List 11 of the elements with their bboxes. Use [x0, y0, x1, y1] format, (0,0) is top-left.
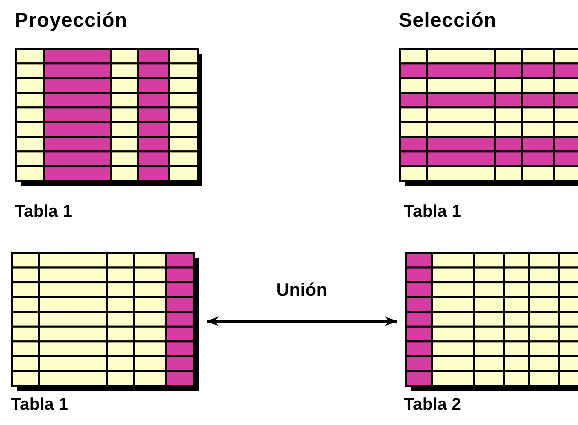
heading: Proyección	[15, 10, 128, 33]
double-arrow	[207, 316, 397, 326]
heading: Selección	[399, 10, 497, 33]
table-caption: Tabla 1	[404, 202, 462, 222]
table-caption: Tabla 1	[11, 395, 68, 415]
table-drawing	[405, 252, 578, 391]
table-drawing	[399, 48, 578, 186]
table-drawing	[11, 252, 199, 391]
table-caption: Tabla 2	[404, 395, 462, 415]
table-caption: Tabla 1	[15, 202, 72, 222]
table-drawing	[15, 48, 202, 186]
